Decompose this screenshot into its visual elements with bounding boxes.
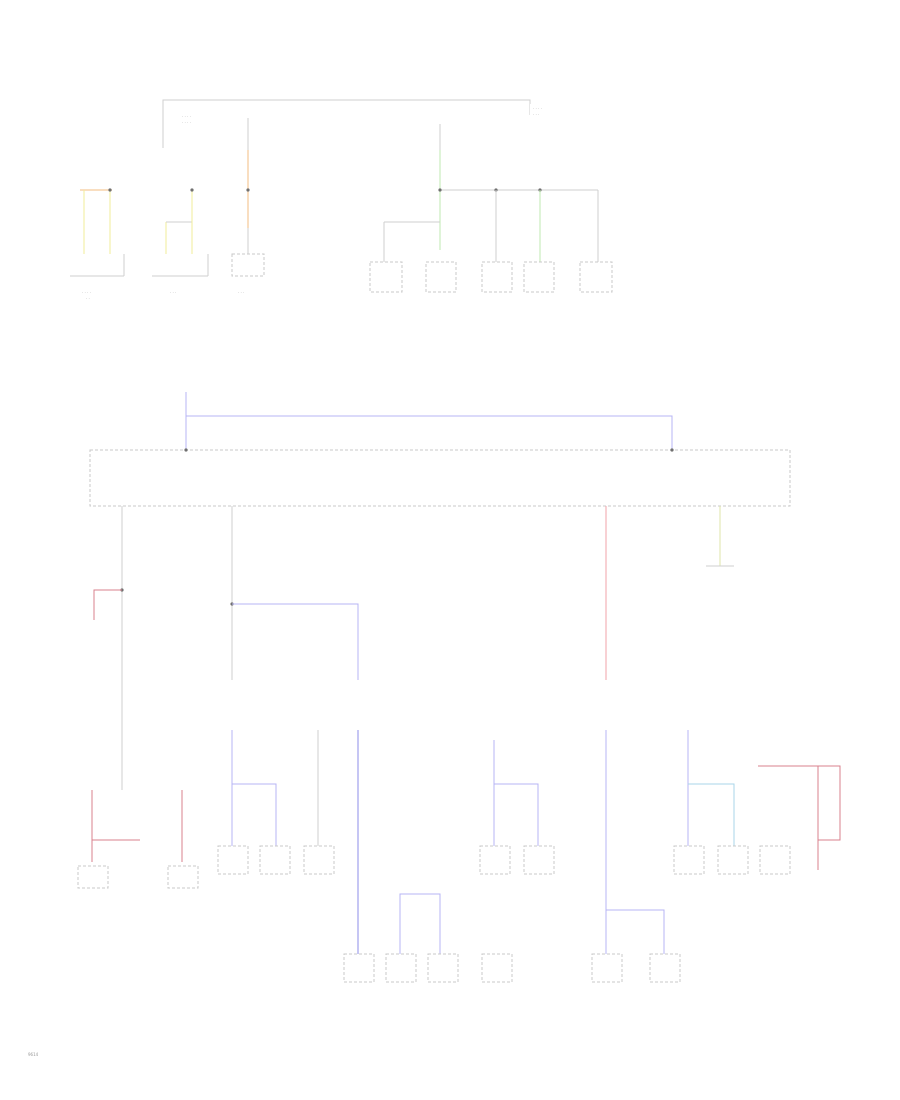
component-box-17 (481, 953, 513, 983)
bottom-circuits (77, 730, 841, 983)
component-box-13 (303, 845, 335, 875)
component-box-3 (231, 253, 265, 277)
top-label-block-left (180, 112, 210, 126)
wire-crimson-loop (758, 765, 841, 841)
component-box-5 (425, 261, 457, 293)
component-box-19 (523, 845, 555, 875)
splice-dot (670, 448, 674, 452)
top-label-right-1: · · · · (533, 106, 542, 111)
top-label-right-2: · · · (533, 112, 539, 117)
component-box-11 (217, 845, 249, 875)
splice-dot (438, 188, 442, 192)
component-label-1: · · · · (82, 290, 91, 295)
top-feed-wire (162, 99, 531, 148)
wire-blue-c2 (232, 783, 277, 846)
component-box-7 (523, 261, 555, 293)
splice-dot (190, 188, 194, 192)
wire-blue-c6 (494, 783, 539, 846)
component-box-16 (427, 953, 459, 983)
wire-crimson-short (93, 589, 122, 620)
component-box-10 (167, 865, 199, 889)
component-box-8 (579, 261, 613, 293)
component-box-22 (673, 845, 705, 875)
fuse-block-section (89, 392, 791, 790)
component-box-15 (385, 953, 417, 983)
page-code: 9614 (28, 1052, 39, 1057)
splice-dot (246, 188, 250, 192)
component-box-14 (343, 953, 375, 983)
component-box-4 (369, 261, 403, 293)
component-label-1b: · · (86, 296, 90, 301)
component-box-18 (479, 845, 511, 875)
component-box-23 (717, 845, 749, 875)
component-label-3: · · · (238, 290, 244, 295)
top-label-left-2: · · · · (182, 120, 191, 125)
wire-blue-right-branch (606, 909, 665, 954)
component-box-20 (591, 953, 623, 983)
wire-lightblue-c8 (688, 783, 735, 846)
component-box-6 (481, 261, 513, 293)
top-label-left-1: · · · · (182, 114, 191, 119)
wire-blue-cross-feed (186, 415, 673, 450)
top-label-block-right (530, 104, 552, 120)
top-power-distribution: · · · · · · · · · · · · · · · · · · · · … (70, 99, 613, 301)
component-box-21 (649, 953, 681, 983)
splice-dot (108, 188, 112, 192)
fuse-block (89, 449, 791, 507)
wire-blue-loop (399, 893, 441, 954)
wire-blue-branch (232, 603, 359, 680)
component-box-9 (77, 865, 109, 889)
component-box-24 (759, 845, 791, 875)
component-label-2: · · · (170, 290, 176, 295)
component-box-12 (259, 845, 291, 875)
splice-dot (184, 448, 188, 452)
